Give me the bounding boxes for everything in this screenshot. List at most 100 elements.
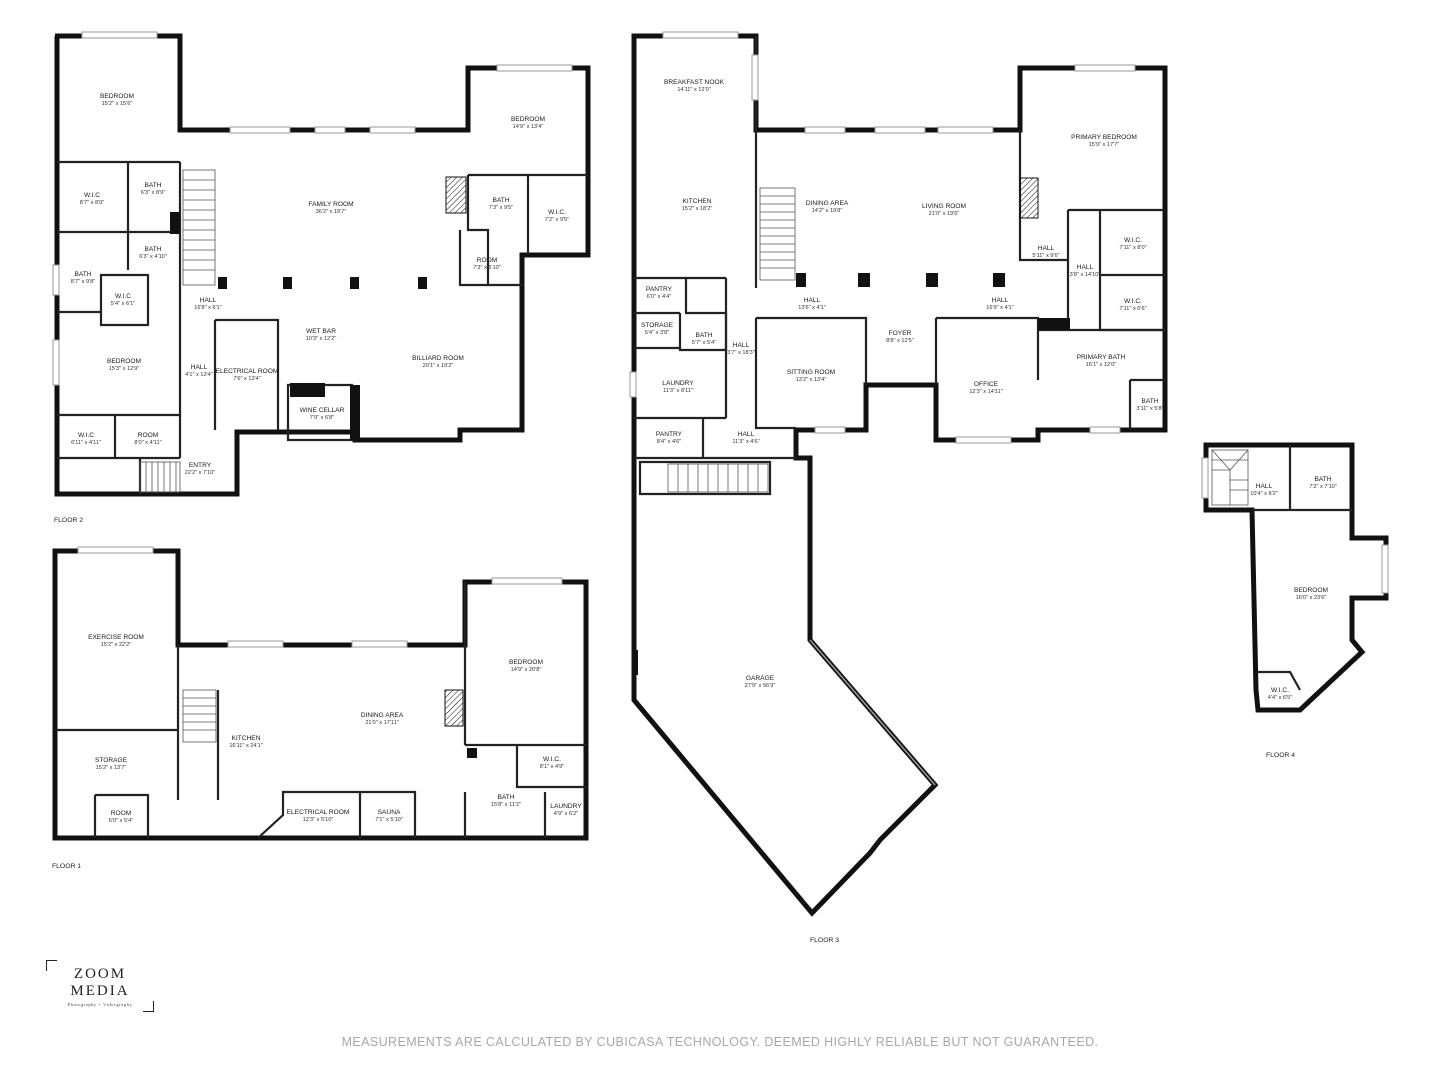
room-dimensions: 14'2" x 19'8": [812, 208, 843, 214]
floor-1-label: FLOOR 1: [52, 863, 81, 870]
room-dimensions: 6'11" x 4'11": [71, 440, 101, 446]
room-dimensions: 27'9" x 56'9": [745, 683, 776, 689]
room-dimensions: 16'0" x 23'6": [1296, 595, 1327, 601]
room-name: BEDROOM: [1294, 587, 1328, 594]
room-dimensions: 15'9" x 17'7": [1089, 142, 1120, 148]
room-name: SITTING ROOM: [787, 369, 835, 376]
room-dimensions: 10'4" x 8'2": [1250, 491, 1278, 497]
room-name: HALL: [1256, 483, 1273, 490]
room-name: SAUNA: [378, 809, 401, 816]
room-name: OFFICE: [974, 381, 999, 388]
room-name: HALL: [191, 364, 208, 371]
room-dimensions: 16'9" x 4'1": [986, 305, 1014, 311]
room-name: EXERCISE ROOM: [88, 634, 144, 641]
room-name: HALL: [1077, 264, 1094, 271]
floor-1-room-labels: EXERCISE ROOM 15'2" x 22'2" KITCHEN 16'1…: [88, 634, 582, 824]
room-dimensions: 11'3" x 8'11": [663, 388, 693, 394]
floor-3-interior-walls: [634, 36, 1165, 496]
room-name: BATH: [144, 246, 161, 253]
room-name: BATH: [1314, 476, 1331, 483]
room-dimensions: 8'0" x 4'11": [134, 440, 161, 446]
room-dimensions: 4'4" x 6'5": [1268, 695, 1292, 701]
room-name: PANTRY: [656, 431, 683, 438]
room-name: HALL: [992, 297, 1009, 304]
room-name: ENTRY: [189, 462, 212, 469]
floor-4-interior-walls: [1252, 445, 1352, 691]
room-dimensions: 14'9" x 13'4": [513, 124, 544, 130]
logo-line-1: ZOOM: [73, 966, 127, 982]
room-name: HALL: [738, 431, 755, 438]
room-dimensions: 15'2" x 13'7": [96, 765, 127, 771]
room-dimensions: 14'9" x 20'8": [511, 667, 542, 673]
floor-2-room-labels: BEDROOM 15'2" x 15'6" W.I.C 8'7" x 8'9" …: [71, 93, 569, 476]
room-dimensions: 8'4" x 4'6": [657, 439, 681, 445]
floor-2-label: FLOOR 2: [54, 517, 83, 524]
room-name: HALL: [200, 297, 217, 304]
room-name: PRIMARY BATH: [1077, 354, 1126, 361]
floor-3-label: FLOOR 3: [810, 937, 839, 944]
room-name: LAUNDRY: [662, 380, 694, 387]
room-dimensions: 22'2" x 7'10": [185, 470, 216, 476]
room-dimensions: 12'3" x 5'10": [303, 817, 334, 823]
zoom-media-logo: ZOOM MEDIA Photography + Videography: [46, 960, 154, 1012]
floor-3-plan: BREAKFAST NOOK 14'11" x 12'0" KITCHEN 15…: [629, 31, 1168, 944]
room-name: BATH: [1141, 398, 1158, 405]
room-dimensions: 13'2" x 13'4": [796, 377, 827, 383]
room-name: HALL: [804, 297, 821, 304]
logo-line-2: MEDIA: [70, 983, 130, 999]
room-dimensions: 4'9" x 6'2": [554, 811, 578, 817]
room-name: HALL: [1038, 245, 1055, 252]
floor-3-stairs: [667, 187, 796, 493]
room-dimensions: 7'2" x 7'10": [1309, 484, 1337, 490]
floor-4-stairs: [1211, 449, 1249, 506]
room-dimensions: 3'11" x 5'8": [1136, 406, 1163, 412]
room-name: WINE CELLAR: [300, 407, 345, 414]
floor-2-outline: [54, 33, 591, 497]
room-name: ROOM: [477, 257, 498, 264]
room-dimensions: 15'8" x 11'2": [491, 802, 521, 808]
room-dimensions: 8'7" x 8'9": [80, 200, 104, 206]
room-dimensions: 8'8" x 12'5": [886, 338, 914, 344]
floor-3-room-labels: BREAKFAST NOOK 14'11" x 12'0" KITCHEN 15…: [641, 79, 1164, 689]
room-dimensions: 8'7" x 9'8": [71, 279, 95, 285]
room-name: KITCHEN: [683, 198, 712, 205]
room-dimensions: 15'2" x 15'6": [102, 101, 133, 107]
room-name: BEDROOM: [511, 116, 545, 123]
logo-corner-top-left: [46, 960, 57, 971]
room-name: W.I.C.: [1124, 298, 1142, 305]
room-dimensions: 11'3" x 4'6": [732, 439, 759, 445]
room-dimensions: 3'8" x 14'10": [1070, 272, 1101, 278]
room-dimensions: 7'1" x 5'10": [375, 817, 403, 823]
room-dimensions: 6'3" x 4'10": [139, 254, 167, 260]
floor-1-interior-walls: [55, 582, 586, 839]
room-name: W.I.C: [78, 432, 94, 439]
room-name: BEDROOM: [107, 358, 141, 365]
room-name: KITCHEN: [232, 735, 261, 742]
room-name: BATH: [497, 794, 514, 801]
room-name: HALL: [733, 342, 750, 349]
room-name: W.I.C.: [543, 756, 561, 763]
room-dimensions: 8'1" x 4'9": [540, 764, 564, 770]
room-dimensions: 3'7" x 18'3": [727, 350, 755, 356]
room-dimensions: 5'7" x 5'4": [692, 340, 716, 346]
room-dimensions: 7'2" x 9'5": [545, 217, 569, 223]
room-name: W.I.C: [84, 192, 100, 199]
room-name: BATH: [695, 332, 712, 339]
floor-4-plan: HALL 10'4" x 8'2" BATH 7'2" x 7'10" BEDR…: [1201, 442, 1389, 759]
room-name: FOYER: [889, 330, 912, 337]
measurement-disclaimer: MEASUREMENTS ARE CALCULATED BY CUBICASA …: [341, 1035, 1099, 1049]
room-name: WET BAR: [306, 328, 336, 335]
room-dimensions: 15'3" x 12'9": [109, 366, 140, 372]
room-name: W.I.C.: [1124, 237, 1142, 244]
room-dimensions: 21'0" x 17'11": [365, 720, 398, 726]
room-name: BEDROOM: [100, 93, 134, 100]
room-dimensions: 16'1" x 12'0": [1086, 362, 1117, 368]
room-name: ROOM: [138, 432, 159, 439]
room-name: STORAGE: [641, 322, 674, 329]
floor-4-outline: [1203, 442, 1389, 713]
room-dimensions: 5'4" x 3'8": [645, 330, 669, 336]
room-dimensions: 13'6" x 4'1": [798, 305, 826, 311]
floor-4-label: FLOOR 4: [1266, 752, 1295, 759]
logo-tagline: Photography + Videography: [67, 1002, 133, 1007]
